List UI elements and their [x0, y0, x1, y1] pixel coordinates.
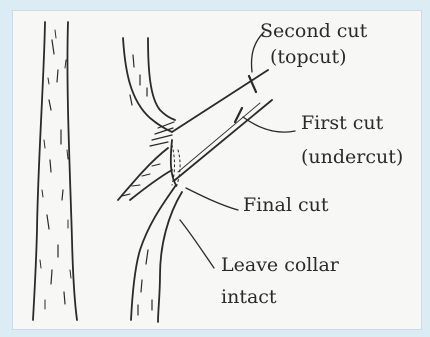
label-leave-collar: Leave collar	[221, 256, 339, 275]
label-undercut: (undercut)	[301, 148, 403, 167]
label-first-cut: First cut	[301, 114, 383, 133]
left-trunk	[33, 22, 77, 320]
right-trunk	[123, 38, 182, 322]
first-cut-leader	[243, 117, 295, 132]
label-final-cut: Final cut	[243, 196, 328, 215]
collar-leader	[180, 220, 214, 268]
first-cut-mark	[235, 108, 242, 122]
final-cut-leader	[186, 188, 238, 210]
label-intact: intact	[221, 288, 277, 307]
label-second-cut: Second cut	[260, 22, 367, 41]
label-topcut: (topcut)	[270, 48, 347, 67]
lower-branch	[118, 148, 172, 200]
